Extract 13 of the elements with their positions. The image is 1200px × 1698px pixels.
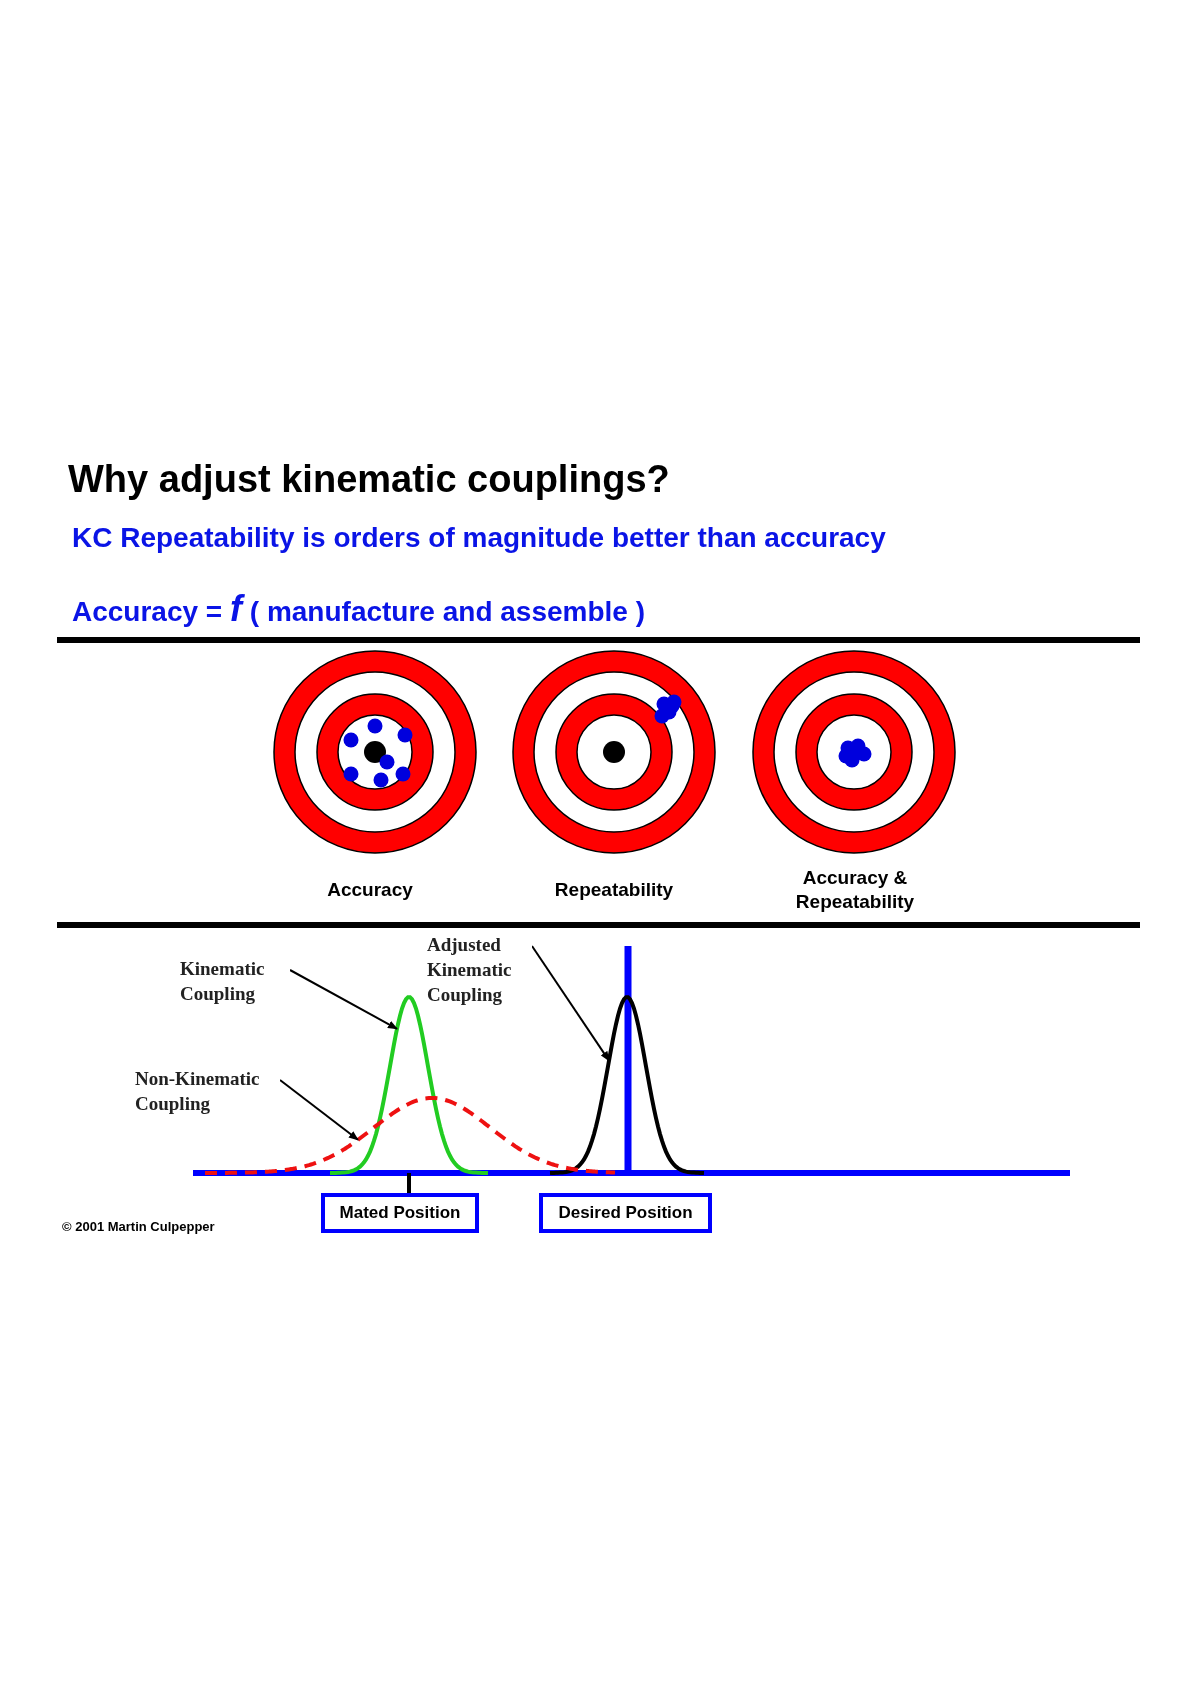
position-box: Desired Position — [539, 1193, 712, 1233]
leader-line — [279, 1079, 359, 1141]
formula-text: Accuracy = f ( manufacture and assemble ) — [72, 588, 645, 630]
leader-line — [289, 969, 398, 1030]
target-caption: Accuracy — [326, 878, 414, 902]
distribution-curve — [549, 995, 705, 1175]
copyright-note: © 2001 Martin Culpepper — [62, 1219, 215, 1234]
subtitle: KC Repeatability is orders of magnitude better than accuracy — [72, 522, 886, 554]
position-box: Mated Position — [321, 1193, 479, 1233]
slide-title: Why adjust kinematic couplings? — [68, 458, 670, 501]
target-caption: Accuracy & Repeatability — [794, 866, 916, 914]
target-caption: Repeatability — [553, 878, 675, 902]
leader-line — [531, 945, 610, 1062]
